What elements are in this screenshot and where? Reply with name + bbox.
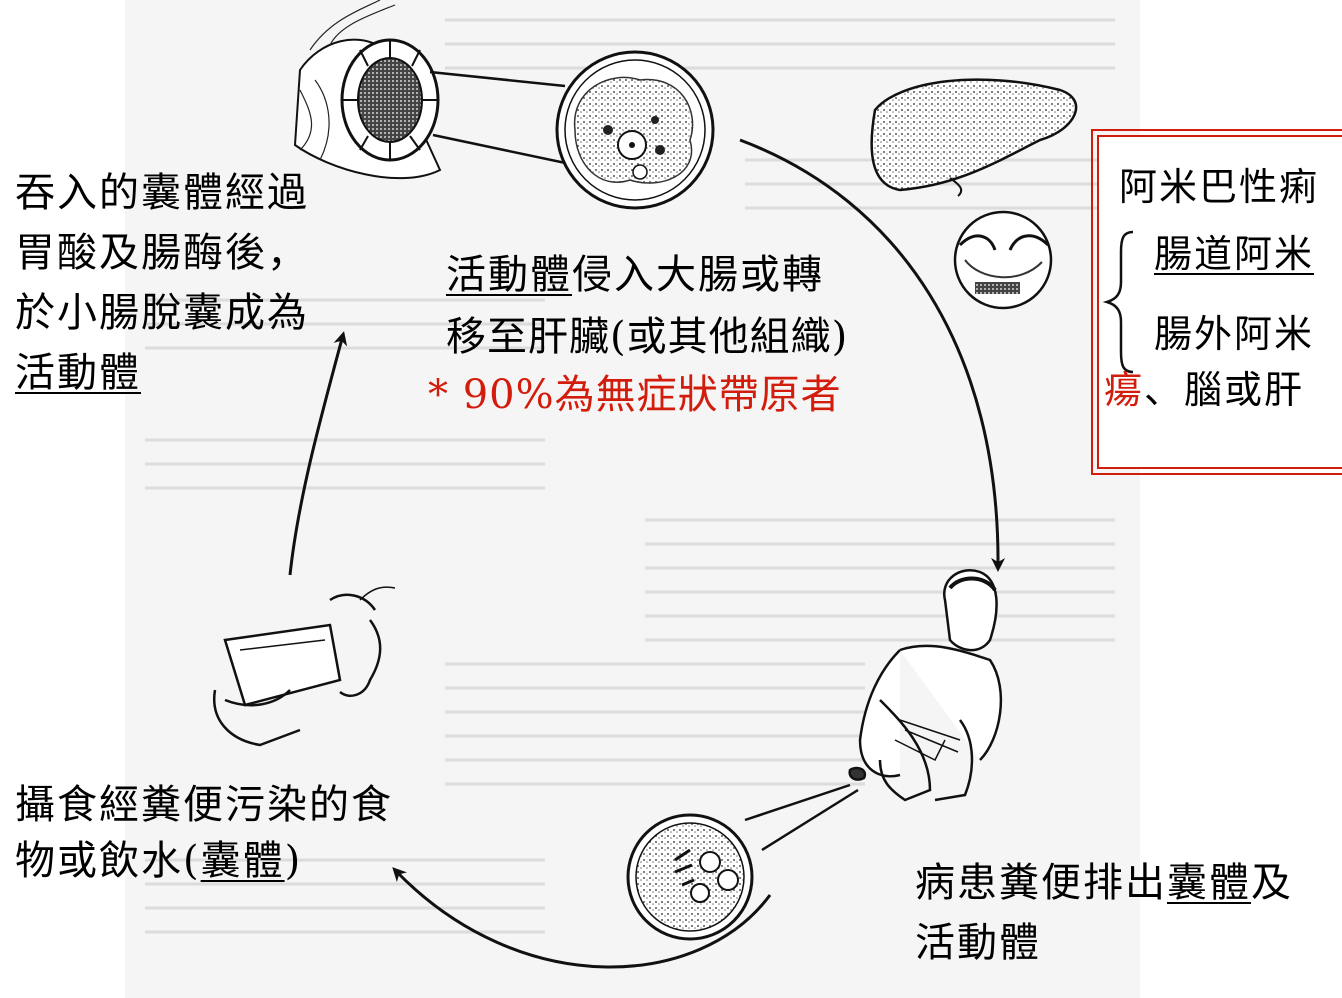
trophozoite-circle bbox=[555, 50, 715, 210]
note-item-extraintestinal: 腸外阿米 bbox=[1154, 312, 1315, 356]
cyst-circle bbox=[626, 813, 754, 941]
note-item3: 瘍、腦或肝 bbox=[1104, 365, 1304, 415]
page-text-lines bbox=[145, 18, 1115, 934]
ingest-line2-suffix: ) bbox=[284, 838, 303, 884]
ingest-line1: 攝食經糞便污染的食 bbox=[15, 782, 393, 828]
carrier-note: * 90%為無症狀帶原者 bbox=[428, 372, 842, 418]
ingest-line2: 物或飲水(囊體) bbox=[15, 836, 302, 886]
arrow-invade-to-excrete bbox=[739, 138, 1006, 572]
invade-line2: 移至肝臟(或其他組織) bbox=[446, 314, 849, 360]
liver-illustration bbox=[870, 78, 1078, 197]
ingest-result-line3: 於小腸脫囊成為 bbox=[15, 290, 309, 336]
drinking-illustration bbox=[212, 586, 396, 747]
intestine-illustration bbox=[293, 0, 576, 180]
arrow-ingest-to-excyst bbox=[288, 331, 348, 576]
invade-line1-rest: 侵入大腸或轉 bbox=[572, 252, 824, 298]
excrete-line2: 活動體 bbox=[915, 920, 1041, 966]
patient-illustration bbox=[848, 569, 1003, 802]
note-item-intestinal: 腸道阿米 bbox=[1154, 232, 1315, 276]
brace-icon bbox=[1102, 230, 1134, 374]
ulcer-circle bbox=[953, 210, 1053, 310]
ingest-result-line4: 活動體 bbox=[15, 350, 141, 396]
ingest-cyst-term: 囊體 bbox=[200, 838, 285, 884]
excrete-line1: 病患糞便排出囊體及 bbox=[915, 858, 1293, 908]
ingest-line2-prefix: 物或飲水( bbox=[15, 838, 201, 884]
arrow-excrete-to-ingest bbox=[392, 867, 772, 969]
excrete-suffix: 及 bbox=[1251, 860, 1293, 906]
note-item3-rest: 、腦或肝 bbox=[1144, 368, 1305, 412]
cyst-term: 囊體 bbox=[1167, 860, 1251, 906]
excrete-prefix: 病患糞便排出 bbox=[915, 860, 1167, 906]
ingest-result-line1: 吞入的囊體經過 bbox=[15, 170, 309, 216]
amoebiasis-note-box: 阿米巴性痢 腸道阿米 腸外阿米 瘍、腦或肝 bbox=[1091, 129, 1342, 475]
trophozoite-term: 活動體 bbox=[446, 252, 572, 298]
note-title: 阿米巴性痢 bbox=[1119, 165, 1320, 209]
note-item3-red: 瘍 bbox=[1104, 368, 1145, 412]
ingest-result-line2: 胃酸及腸酶後， bbox=[15, 230, 309, 276]
invade-line1: 活動體侵入大腸或轉 bbox=[446, 250, 824, 300]
